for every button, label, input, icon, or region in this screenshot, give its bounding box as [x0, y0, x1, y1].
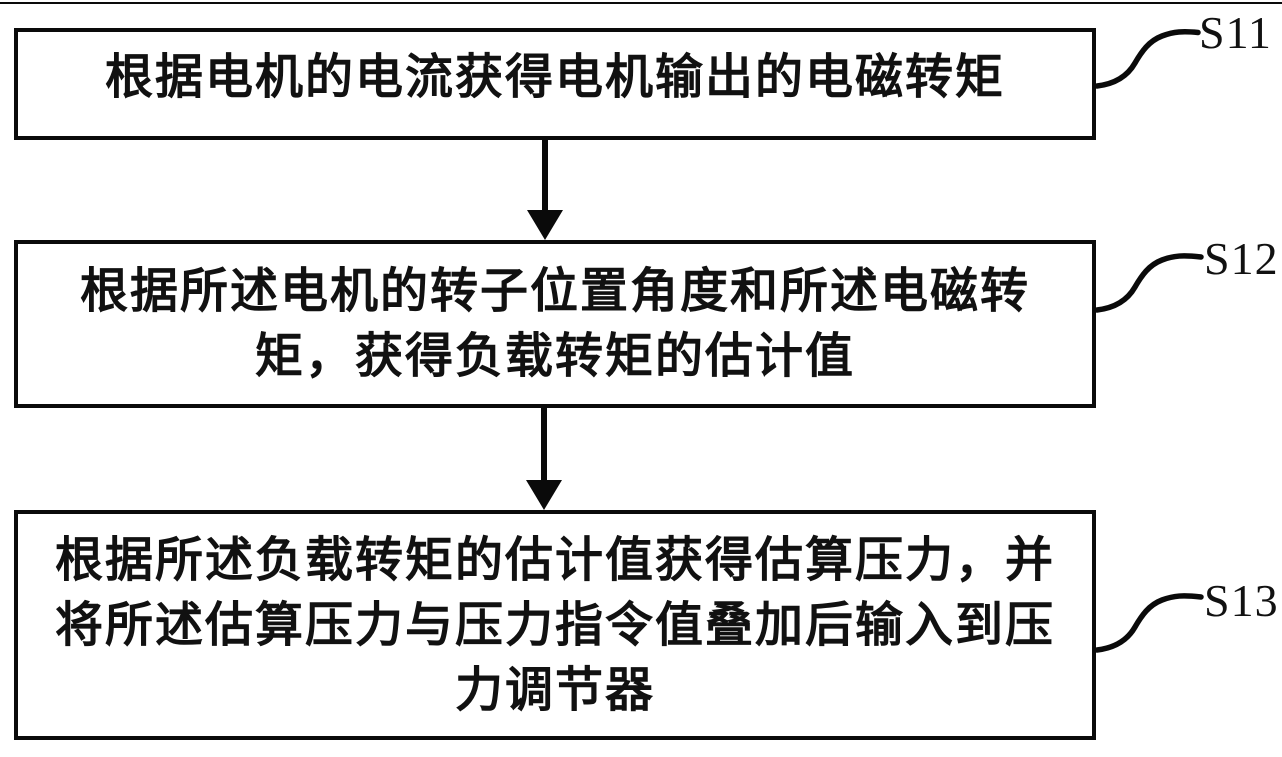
step-ref-label-s12: S12 — [1204, 233, 1279, 284]
step-1-text: 根据电机的电流获得电机输出的电磁转矩 — [104, 50, 1005, 104]
page-top-border-line — [0, 2, 1282, 4]
flow-step-box-1: 根据电机的电流获得电机输出的电磁转矩 — [14, 28, 1096, 140]
step-3-text-line-1: 根据所述负载转矩的估计值获得估算压力，并 — [54, 533, 1055, 587]
step-3-text-line-3: 力调节器 — [454, 663, 655, 717]
arrow-head-icon — [526, 480, 562, 510]
flow-arrow-1 — [527, 140, 563, 240]
step-2-text-line-2: 矩，获得负载转矩的估计值 — [254, 330, 855, 383]
flow-step-box-2: 根据所述电机的转子位置角度和所述电磁转 矩，获得负载转矩的估计值 — [14, 240, 1096, 408]
ref-leader-line-s12 — [1094, 253, 1204, 313]
step-ref-label-s11: S11 — [1199, 7, 1272, 58]
step-ref-label-s13: S13 — [1204, 575, 1279, 626]
step-2-text-line-1: 根据所述电机的转子位置角度和所述电磁转 — [79, 265, 1030, 318]
flow-step-box-3: 根据所述负载转矩的估计值获得估算压力，并 将所述估算压力与压力指令值叠加后输入到… — [14, 510, 1096, 740]
arrow-head-icon — [527, 210, 563, 240]
ref-leader-line-s11 — [1094, 29, 1201, 89]
step-3-text-line-2: 将所述估算压力与压力指令值叠加后输入到压 — [54, 598, 1055, 652]
flow-arrow-2 — [526, 408, 562, 510]
ref-leader-line-s13 — [1094, 593, 1204, 653]
